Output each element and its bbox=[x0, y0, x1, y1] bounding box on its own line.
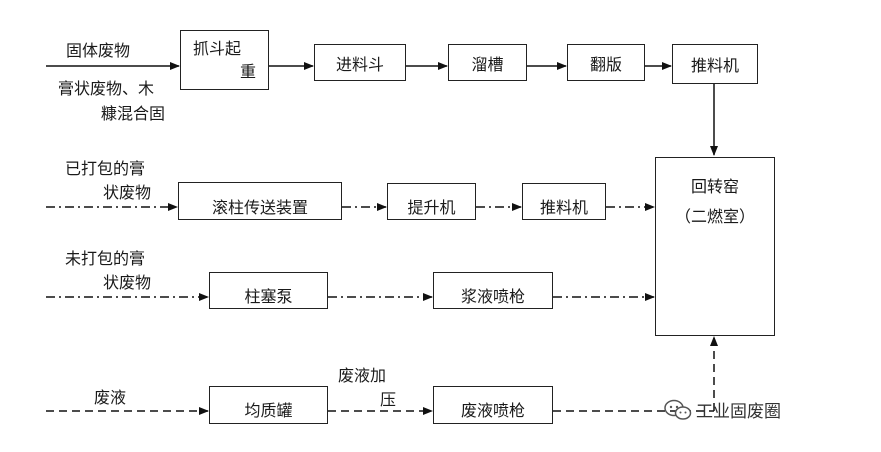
box-grab-crane-line2: 重 bbox=[239, 62, 256, 81]
box-homogenizer: 均质罐 bbox=[209, 386, 328, 424]
label-paste-wood-1: 膏状废物、木 bbox=[58, 79, 155, 98]
label-pressurize-1: 废液加 bbox=[338, 366, 387, 385]
box-flip-plate: 翻版 bbox=[567, 44, 645, 81]
box-rotary-kiln-line2: （二燃室） bbox=[674, 207, 755, 226]
box-pusher-mid: 推料机 bbox=[522, 183, 606, 220]
label-waste-liquid: 废液 bbox=[94, 388, 127, 407]
label-unpacked-1: 未打包的膏 bbox=[65, 249, 146, 268]
label-unpacked-2: 状废物 bbox=[103, 273, 152, 292]
box-grab-crane: 抓斗起 重 bbox=[180, 30, 269, 90]
box-pusher-top: 推料机 bbox=[672, 44, 758, 84]
box-chute: 溜槽 bbox=[448, 44, 527, 81]
label-packed-1: 已打包的膏 bbox=[65, 159, 146, 178]
box-rotary-kiln: 回转窑 （二燃室） bbox=[655, 157, 775, 336]
box-waste-gun: 废液喷枪 bbox=[433, 386, 553, 424]
label-packed-2: 状废物 bbox=[103, 183, 152, 202]
label-solid-waste: 固体废物 bbox=[66, 41, 131, 60]
watermark: 工业固废圈 bbox=[664, 397, 781, 422]
watermark-text: 工业固废圈 bbox=[696, 402, 781, 422]
box-plunger-pump: 柱塞泵 bbox=[209, 272, 328, 309]
box-grab-crane-line1: 抓斗起 bbox=[193, 39, 242, 58]
box-elevator: 提升机 bbox=[387, 183, 476, 220]
box-rotary-kiln-line1: 回转窑 bbox=[690, 177, 739, 196]
label-paste-wood-2: 糠混合固 bbox=[101, 104, 166, 123]
box-feed-hopper: 进料斗 bbox=[314, 44, 406, 81]
box-roller-conveyor: 滚柱传送装置 bbox=[178, 182, 342, 220]
label-pressurize-2: 压 bbox=[380, 390, 397, 409]
wechat-icon bbox=[664, 399, 692, 420]
box-slurry-gun: 浆液喷枪 bbox=[433, 272, 553, 309]
